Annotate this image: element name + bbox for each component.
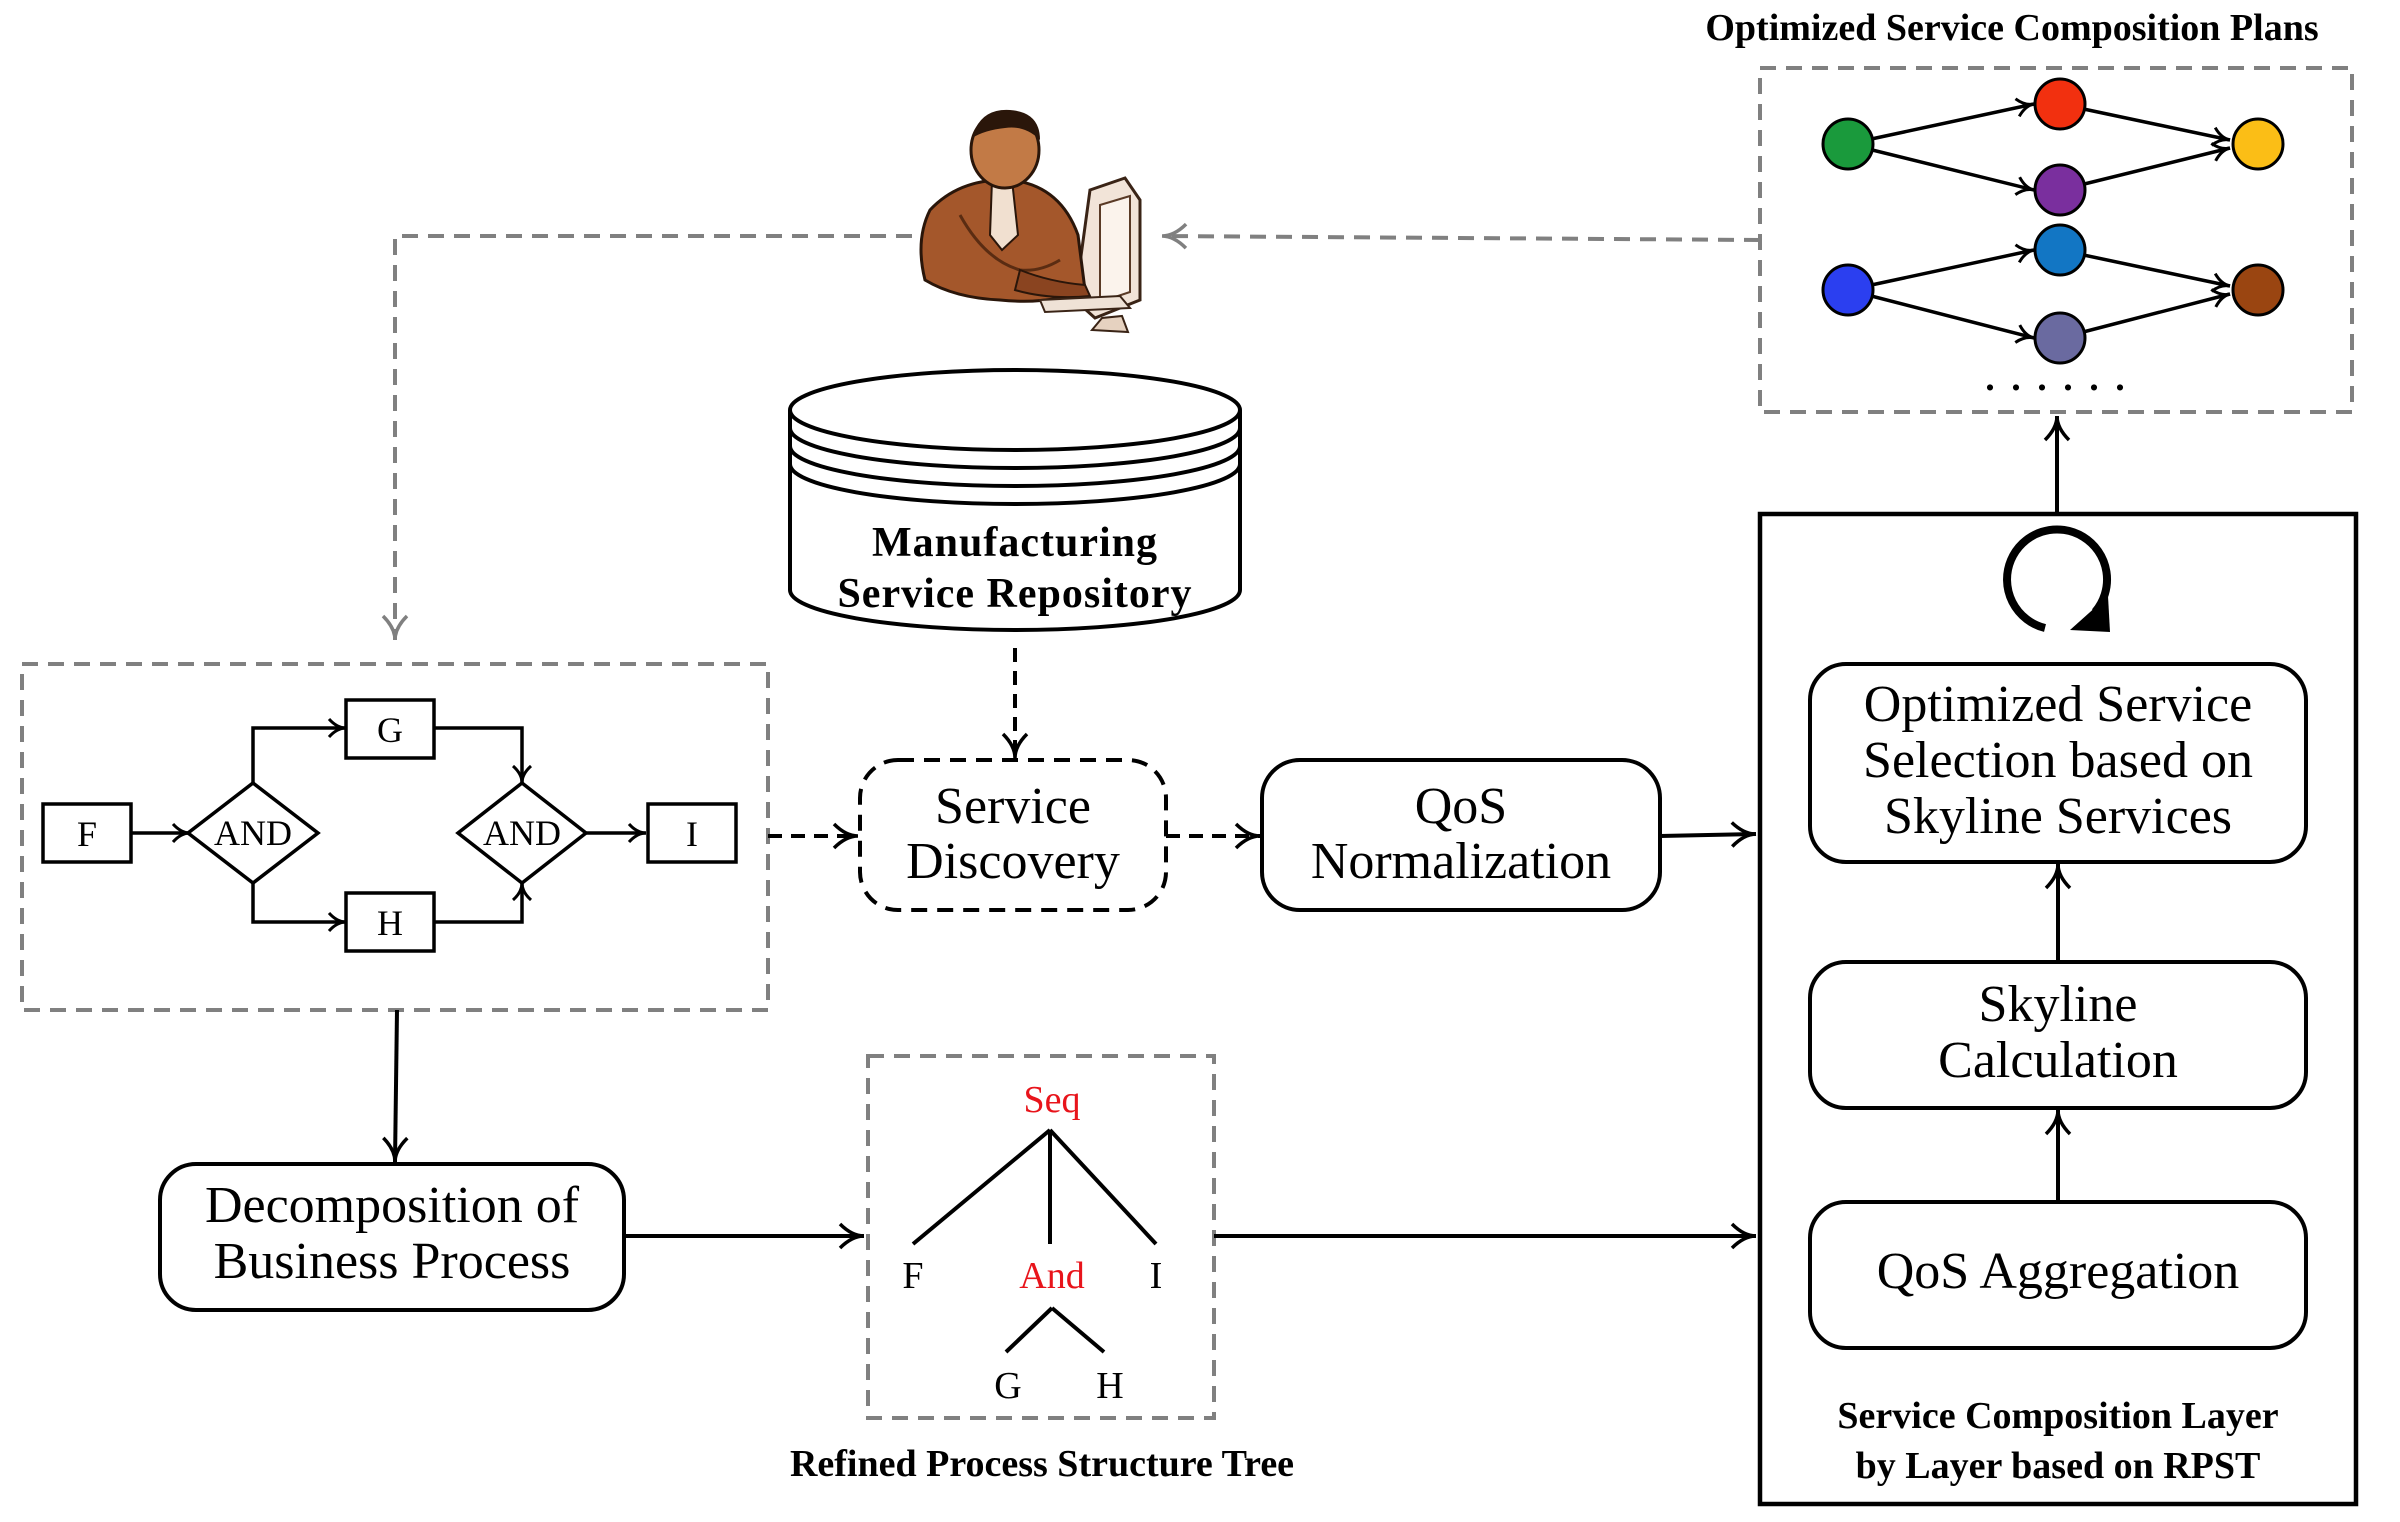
process-node-g-label: G — [377, 710, 403, 750]
plan2-end-node — [2231, 263, 2285, 317]
plan1-start-node — [1821, 117, 1875, 171]
service-discovery-label-line1: Service — [935, 778, 1091, 835]
process-node-f — [41, 802, 133, 864]
skyline-calculation-box — [1808, 960, 2308, 1110]
plan2-bottom-node — [2033, 311, 2087, 365]
plan2-top-node — [2033, 223, 2087, 277]
decomposition-label-line1: Decomposition of — [205, 1177, 580, 1234]
user-at-computer-icon — [919, 109, 1142, 334]
optimized-plans-caption: Optimized Service Composition Plans — [1705, 7, 2318, 49]
plan2-start-node — [1821, 263, 1875, 317]
rpst-tree: Seq F And I G H — [902, 1079, 1162, 1407]
rpst-root-seq: Seq — [1024, 1079, 1081, 1121]
plan-graph-1 — [1821, 77, 2285, 217]
plan1-top-node — [2033, 77, 2087, 131]
process-node-i — [646, 802, 738, 864]
decomposition-label-line2: Business Process — [214, 1233, 571, 1290]
qos-normalization-label-line2: Normalization — [1311, 833, 1611, 890]
layer-caption-line1: Service Composition Layer — [1837, 1395, 2278, 1437]
process-node-i-label: I — [686, 814, 698, 854]
optimized-selection-box — [1808, 662, 2308, 864]
rpst-leaf-h: H — [1096, 1365, 1123, 1407]
rpst-leaf-f: F — [902, 1255, 923, 1297]
normalization-to-layer-arrow — [1659, 821, 1757, 848]
service-discovery-label-line2: Discovery — [906, 833, 1120, 890]
skyline-label-line1: Skyline — [1979, 976, 2138, 1033]
optimized-selection-label-line2: Selection based on — [1863, 732, 2253, 789]
process-node-f-label: F — [77, 814, 97, 854]
process-to-decomposition-arrow — [382, 1009, 409, 1163]
qos-normalization-label-line1: QoS — [1415, 778, 1507, 835]
manufacturing-service-repository: Manufacturing Service Repository — [788, 368, 1242, 632]
and-join-gateway — [455, 780, 589, 886]
rpst-leaf-i: I — [1150, 1255, 1163, 1297]
and-join-label: AND — [483, 813, 561, 853]
plan1-end-node — [2231, 117, 2285, 171]
rpst-node-and: And — [1019, 1255, 1084, 1297]
plan1-bottom-node — [2033, 163, 2087, 217]
business-process-model: F AND G H AND I — [41, 698, 738, 953]
repository-label-line1: Manufacturing — [872, 520, 1158, 566]
and-split-gateway — [185, 780, 321, 886]
process-node-g — [344, 698, 436, 760]
iteration-loop-icon — [2003, 525, 2112, 632]
plan-ellipsis: . . . . . . — [1984, 345, 2127, 402]
process-node-h-label: H — [377, 903, 403, 943]
rpst-leaf-g: G — [994, 1365, 1021, 1407]
layer-caption-line2: by Layer based on RPST — [1856, 1445, 2261, 1487]
repository-label-line2: Service Repository — [837, 571, 1192, 617]
plan-graph-2 — [1821, 223, 2285, 365]
feedback-plans-to-user — [1161, 222, 1761, 250]
feedback-user-to-process — [381, 234, 912, 641]
process-node-h — [344, 891, 436, 953]
optimized-selection-label-line3: Skyline Services — [1884, 788, 2232, 845]
qos-aggregation-box — [1808, 1200, 2308, 1350]
qos-aggregation-label: QoS Aggregation — [1877, 1243, 2240, 1300]
skyline-label-line2: Calculation — [1938, 1032, 2178, 1089]
optimized-selection-label-line1: Optimized Service — [1864, 676, 2252, 733]
and-split-label: AND — [214, 813, 292, 853]
rpst-caption: Refined Process Structure Tree — [790, 1443, 1294, 1485]
